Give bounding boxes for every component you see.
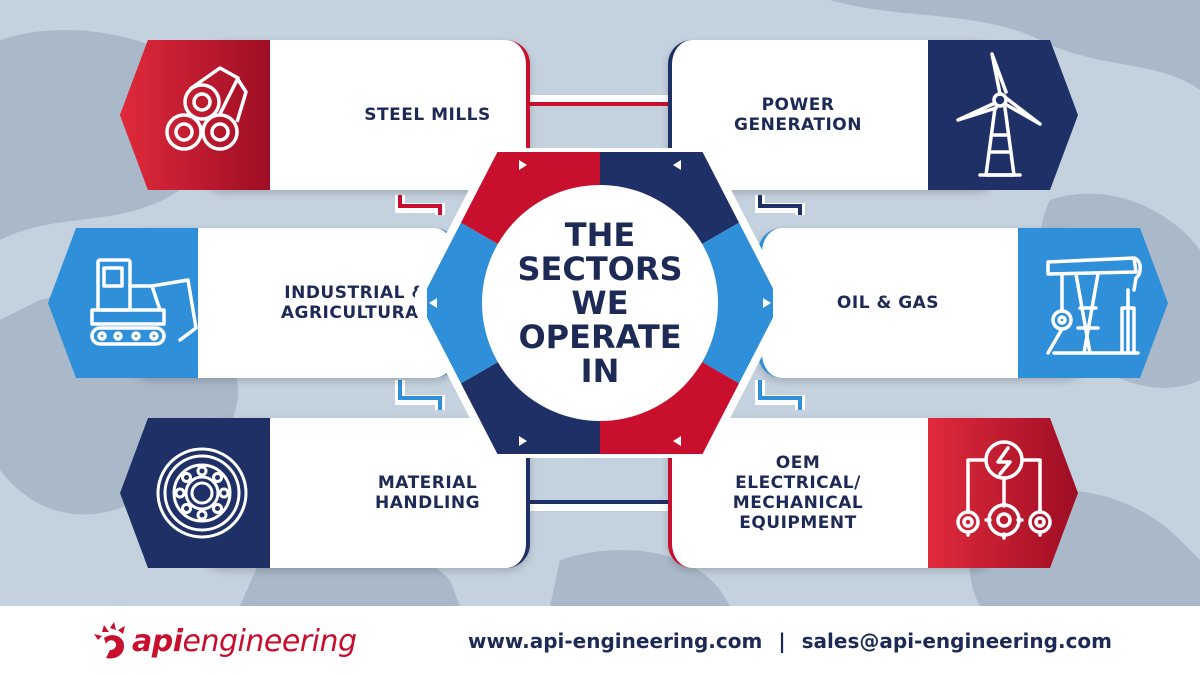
sector-label: POWER GENERATION [734,95,862,135]
sector-card-oem-equipment: OEM ELECTRICAL/ MECHANICAL EQUIPMENT [668,418,1078,568]
logo-text-api: api [132,623,183,659]
excavator-icon [90,258,198,346]
company-logo: api engineering [92,618,357,664]
electric-gears-icon [956,440,1052,540]
sector-card-steel-mills: STEEL MILLS [120,40,530,190]
sectors-hub: THE SECTORS WE OPERATE IN [415,148,785,458]
sector-label: OIL & GAS [836,293,940,313]
logo-text-engineering: engineering [182,623,358,659]
sector-label: MATERIAL HANDLING [374,473,481,513]
wind-turbine-icon [956,52,1042,177]
hub-title: THE SECTORS WE OPERATE IN [517,216,683,390]
card-icon-tab [928,418,1078,568]
sector-card-oil-gas: OIL & GAS [758,228,1168,378]
sector-label: INDUSTRIAL & AGRICULTURAL [280,283,431,323]
logo-mark-icon [94,622,125,659]
steel-pipes-icon [165,66,248,151]
hub-hexagon [415,148,785,458]
card-icon-tab [1018,228,1168,378]
card-icon-tab [120,418,270,568]
contact-separator: | [778,629,786,653]
sector-card-industrial-agricultural: INDUSTRIAL & AGRICULTURAL [48,228,458,378]
email-link[interactable]: sales@api-engineering.com [801,629,1112,653]
card-icon-tab [120,40,270,190]
bearing-icon [156,447,248,539]
sector-card-power-generation: POWER GENERATION [668,40,1078,190]
sector-label: STEEL MILLS [364,105,491,125]
footer: api engineering www.api-engineering.com … [0,606,1200,675]
card-icon-tab [48,228,198,378]
oil-pump-jack-icon [1046,256,1142,355]
hub-arrow-markers [429,160,771,446]
sector-card-material-handling: MATERIAL HANDLING [120,418,530,568]
card-icon-tab [928,40,1078,190]
sector-label: OEM ELECTRICAL/ MECHANICAL EQUIPMENT [732,453,864,533]
website-link[interactable]: www.api-engineering.com [467,629,763,653]
contact-info: www.api-engineering.com | sales@api-engi… [468,624,1112,658]
